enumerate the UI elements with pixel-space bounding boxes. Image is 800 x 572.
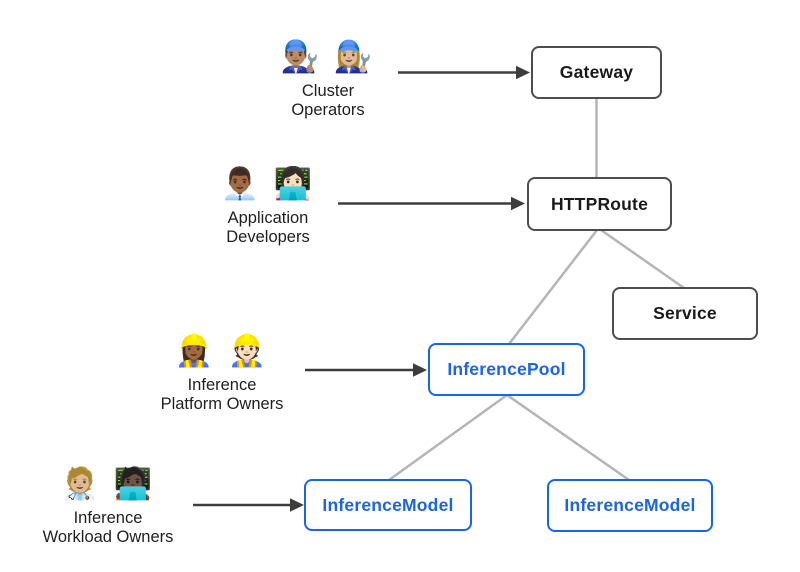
arrow-inference-workload-owners-to-inferencemodel [193, 498, 304, 512]
application-developers-emoji-icon: 👨🏾‍💼 👩🏻‍💻 [220, 166, 316, 201]
arrow-application-developers-to-httproute [338, 196, 525, 211]
node-service: Service [612, 287, 758, 340]
edge-inferencepool-inferencemodel-right [506, 393, 630, 482]
arrowhead-icon [511, 196, 525, 211]
arrow-cluster-operators-to-gateway [398, 65, 530, 80]
node-gateway: Gateway [531, 46, 662, 99]
node-inferencemodel-right-label: InferenceModel [564, 495, 696, 515]
node-httproute: HTTPRoute [527, 177, 672, 231]
node-inferencepool: InferencePool [428, 343, 585, 396]
inference-workload-owners-label-line1: Inference [73, 509, 143, 527]
inference-platform-owners-label-line2: Platform Owners [160, 394, 284, 413]
inference-platform-owners-label-line1: Inference [187, 376, 257, 394]
cluster-operators-emoji-icon: 👨🏽‍🔧 👩🏼‍🔧 [280, 39, 376, 74]
inference-workload-owners-label-line2: Workload Owners [42, 527, 174, 546]
application-developers-label-line1: Application [227, 209, 309, 227]
inference-platform-owners-emoji-icon: 👷🏾‍♀️ 👷🏻 [174, 333, 270, 368]
arrowhead-icon [290, 498, 304, 512]
node-gateway-label: Gateway [559, 62, 634, 82]
node-inferencemodel-left: InferenceModel [304, 479, 472, 531]
node-inferencemodel-right: InferenceModel [547, 479, 713, 532]
node-httproute-label: HTTPRoute [550, 193, 649, 214]
cluster-operators-label-line1: Cluster [301, 82, 355, 100]
edge-inferencepool-inferencemodel-left [388, 393, 508, 482]
arrowhead-icon [516, 65, 530, 80]
edge-httproute-service [600, 228, 685, 290]
arrowhead-icon [413, 363, 427, 377]
inference-workload-owners-emoji-icon: 🧑🏼‍⚕️ 🧑🏿‍💻 [60, 466, 156, 501]
node-inferencemodel-left-label: InferenceModel [322, 494, 454, 515]
persona-cluster-operators: 👨🏽‍🔧 👩🏼‍🔧 Cluster Operators [243, 36, 413, 119]
edge-httproute-inferencepool [508, 229, 598, 345]
arrow-inference-platform-owners-to-inferencepool [305, 363, 427, 377]
persona-application-developers: 👨🏾‍💼 👩🏻‍💻 Application Developers [183, 163, 353, 246]
persona-inference-platform-owners: 👷🏾‍♀️ 👷🏻 Inference Platform Owners [137, 330, 307, 413]
cluster-operators-label-line2: Operators [291, 100, 365, 119]
node-service-label: Service [653, 303, 717, 323]
node-inferencepool-label: InferencePool [447, 359, 566, 379]
application-developers-label-line2: Developers [226, 227, 310, 246]
persona-inference-workload-owners: 🧑🏼‍⚕️ 🧑🏿‍💻 Inference Workload Owners [23, 463, 193, 546]
